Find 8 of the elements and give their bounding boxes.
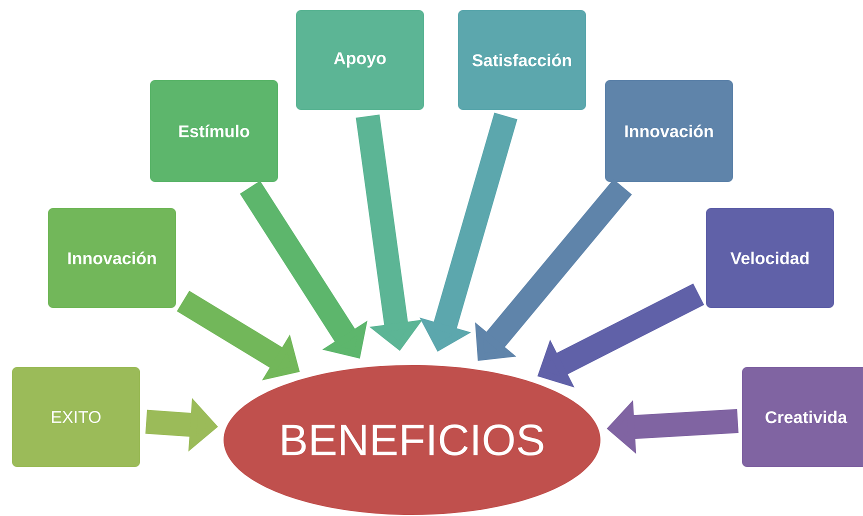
label-box: Innovación [605,80,733,182]
label-box: Innovación [48,208,176,308]
label-box: Satisfacción [458,10,586,110]
label-box: EXITO [12,366,140,467]
label-box: Creativida [742,366,863,467]
label-box: Apoyo [296,10,424,110]
label-box: Estímulo [150,80,278,182]
label-box: Velocidad [706,208,834,308]
